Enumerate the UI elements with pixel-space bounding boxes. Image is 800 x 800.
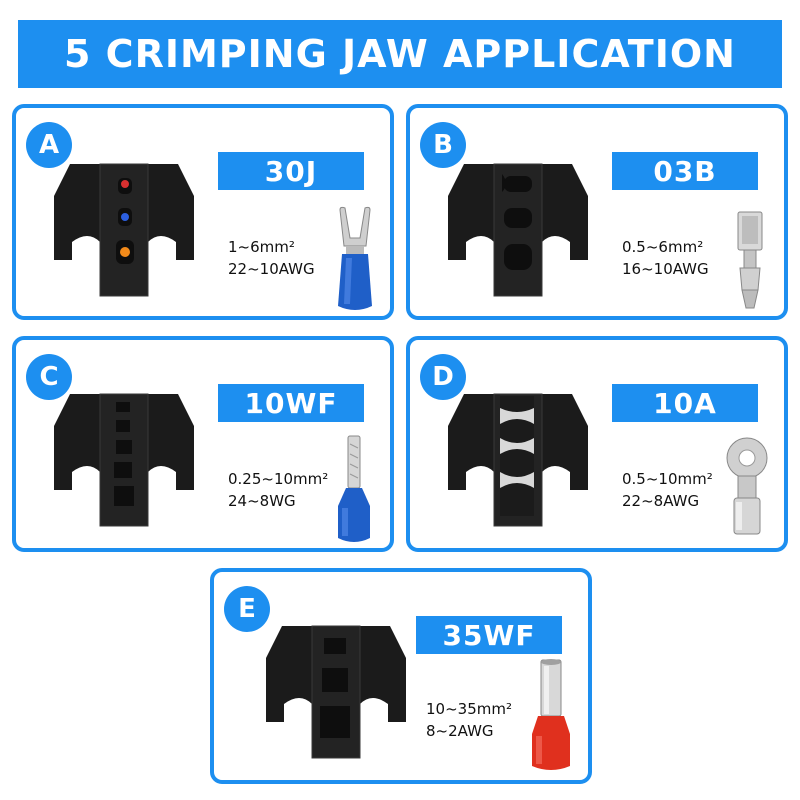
badge-letter: C: [26, 354, 72, 400]
crimp-jaw-10wf-icon: [54, 393, 194, 527]
ring-terminal-icon: [726, 437, 768, 535]
jaw-card-e: E 35WF 10~35mm² 8~2AWG: [210, 568, 592, 784]
jaw-card-a: A 30J 1~6mm² 22~10AWG: [12, 104, 394, 320]
awg-range: 24~8WG: [228, 492, 296, 510]
wire-range: 10~35mm²: [426, 700, 512, 718]
badge-letter: B: [420, 122, 466, 168]
jaw-spec: 1~6mm² 22~10AWG: [228, 236, 315, 280]
wire-range: 0.5~6mm²: [622, 238, 704, 256]
crimp-jaw-30j-icon: [54, 163, 194, 297]
female-spade-connector-icon: [737, 211, 763, 309]
badge-letter: E: [224, 586, 270, 632]
wire-range: 0.25~10mm²: [228, 470, 329, 488]
jaw-model-label: 35WF: [416, 616, 562, 654]
page-title: 5 CRIMPING JAW APPLICATION: [64, 32, 736, 76]
wire-range: 1~6mm²: [228, 238, 295, 256]
jaw-spec: 0.5~6mm² 16~10AWG: [622, 236, 709, 280]
crimp-jaw-03b-icon: [448, 163, 588, 297]
crimp-jaw-35wf-icon: [266, 625, 406, 759]
jaw-model-label: 10A: [612, 384, 758, 422]
jaw-spec: 0.25~10mm² 24~8WG: [228, 468, 328, 512]
jaw-card-b: B 03B 0.5~6mm² 16~10AWG: [406, 104, 788, 320]
wire-range: 0.5~10mm²: [622, 470, 713, 488]
awg-range: 22~8AWG: [622, 492, 700, 510]
jaw-card-c: C 10WF 0.25~10mm² 24~8WG: [12, 336, 394, 552]
blue-spade-terminal-icon: [338, 206, 372, 310]
jaw-model-label: 03B: [612, 152, 758, 190]
crimp-jaw-10a-icon: [448, 393, 588, 527]
awg-range: 8~2AWG: [426, 722, 494, 740]
jaw-spec: 10~35mm² 8~2AWG: [426, 698, 512, 742]
awg-range: 22~10AWG: [228, 260, 315, 278]
blue-ferrule-terminal-icon: [338, 435, 370, 542]
jaw-card-d: D 10A 0.5~10mm² 22~8AWG: [406, 336, 788, 552]
title-banner: 5 CRIMPING JAW APPLICATION: [18, 20, 782, 88]
jaw-model-label: 30J: [218, 152, 364, 190]
jaw-model-label: 10WF: [218, 384, 364, 422]
jaw-spec: 0.5~10mm² 22~8AWG: [622, 468, 713, 512]
badge-letter: D: [420, 354, 466, 400]
red-ferrule-terminal-icon: [532, 659, 570, 770]
awg-range: 16~10AWG: [622, 260, 709, 278]
badge-letter: A: [26, 122, 72, 168]
